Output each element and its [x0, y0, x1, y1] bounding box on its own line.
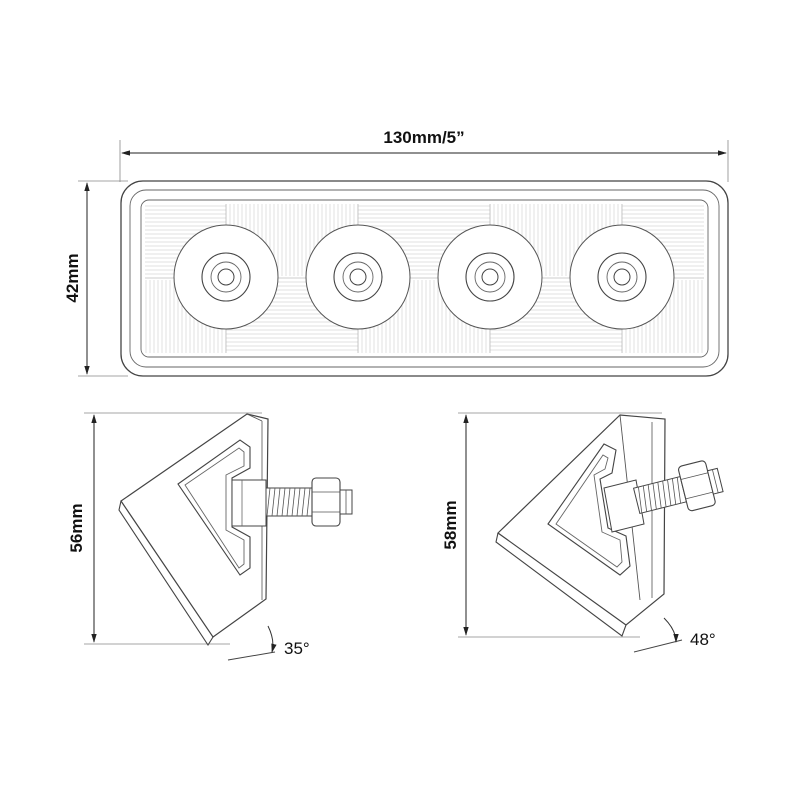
- bracket-left: [118, 413, 353, 647]
- led-1: [173, 224, 279, 330]
- angle-right-label: 48°: [690, 630, 716, 649]
- bracket-left-height-dimension: 56mm: [67, 412, 262, 645]
- angle-left-label: 35°: [284, 639, 310, 658]
- bracket-right-height-dimension: 58mm: [441, 412, 662, 638]
- bracket-right-height-label: 58mm: [441, 500, 460, 549]
- bracket-right: [495, 414, 724, 637]
- lamp-front-view: [120, 180, 729, 377]
- led-3: [437, 224, 543, 330]
- width-dimension: 130mm/5”: [119, 128, 729, 182]
- led-4: [569, 224, 675, 330]
- height-dimension: 42mm: [63, 180, 128, 377]
- height-label: 42mm: [63, 253, 82, 302]
- bracket-left-height-label: 56mm: [67, 503, 86, 552]
- led-2: [305, 224, 411, 330]
- bracket-left-angle: 35°: [227, 625, 310, 661]
- bracket-right-angle: 48°: [633, 617, 716, 653]
- width-label: 130mm/5”: [383, 128, 464, 147]
